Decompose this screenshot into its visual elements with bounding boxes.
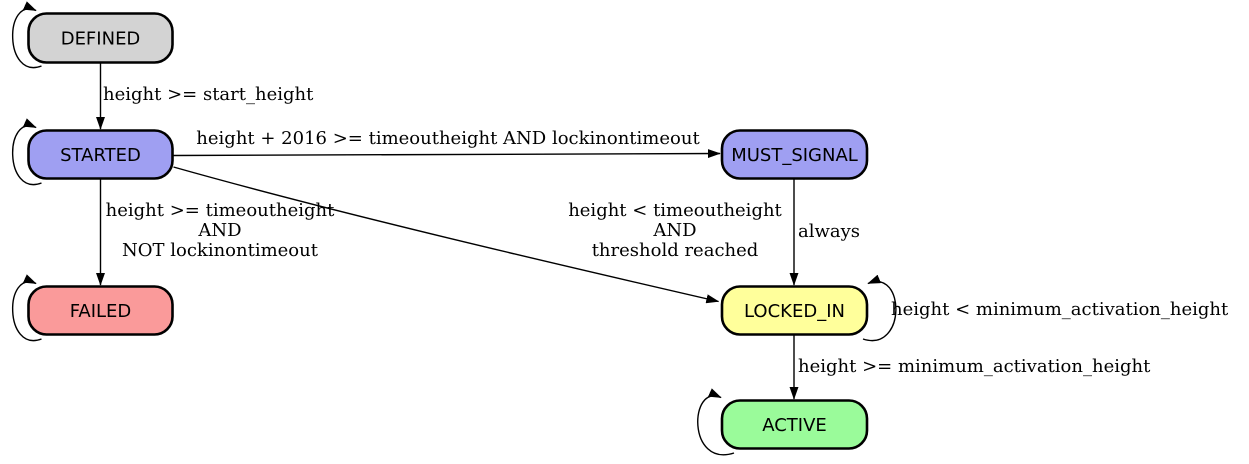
edges-layer	[11, 1, 897, 456]
edge-label-started-to-locked-in: height < timeoutheight AND threshold rea…	[568, 200, 782, 261]
state-node-failed-shape	[27, 285, 174, 336]
edge-labels-layer: height >= start_height height + 2016 >= …	[103, 84, 1229, 377]
state-node-defined-label: DEFINED	[61, 29, 141, 50]
state-node-active: ACTIVE	[720, 399, 869, 450]
state-node-must-signal-shape	[720, 129, 869, 180]
state-node-failed: FAILED	[27, 285, 174, 336]
svg-text:threshold reached: threshold reached	[592, 240, 759, 261]
edge-label-must-signal-to-locked-in: always	[798, 221, 860, 242]
state-node-locked-in-shape	[720, 285, 869, 336]
self-loop-started	[11, 118, 42, 186]
state-node-defined-shape	[27, 12, 174, 64]
edge-label-defined-to-started: height >= start_height	[103, 84, 314, 105]
state-node-locked-in: LOCKED_IN	[720, 285, 869, 336]
edge-label-started-to-must-signal: height + 2016 >= timeoutheight AND locki…	[196, 128, 700, 149]
self-loop-defined	[11, 1, 42, 69]
state-node-failed-label: FAILED	[70, 301, 132, 322]
svg-text:height >= timeoutheight: height >= timeoutheight	[106, 200, 335, 221]
state-node-must-signal: MUST_SIGNAL	[720, 129, 869, 180]
self-loop-active	[697, 388, 735, 456]
state-node-started-shape	[27, 129, 174, 180]
edge-label-locked-in-self: height < minimum_activation_height	[891, 299, 1229, 320]
nodes-layer: DEFINED STARTED MUST_SIGNAL FAILED LOCKE…	[27, 12, 869, 450]
edge-started-to-must-signal	[172, 148, 721, 159]
state-node-started: STARTED	[27, 129, 174, 180]
state-node-active-shape	[720, 399, 869, 450]
state-node-started-label: STARTED	[60, 145, 141, 166]
svg-text:NOT lockinontimeout: NOT lockinontimeout	[122, 240, 319, 261]
svg-text:AND: AND	[652, 220, 696, 241]
self-loop-locked-in	[862, 274, 897, 342]
state-node-locked-in-label: LOCKED_IN	[744, 301, 845, 322]
edge-label-locked-in-to-active: height >= minimum_activation_height	[798, 356, 1151, 377]
state-node-must-signal-label: MUST_SIGNAL	[731, 145, 858, 166]
state-node-active-label: ACTIVE	[762, 415, 827, 436]
edge-label-started-to-failed: height >= timeoutheight AND NOT lockinon…	[106, 200, 335, 261]
svg-text:height < timeoutheight: height < timeoutheight	[568, 200, 782, 221]
self-loop-failed	[11, 274, 42, 342]
edge-started-to-locked-in	[173, 166, 720, 304]
svg-text:AND: AND	[197, 220, 241, 241]
state-node-defined: DEFINED	[27, 12, 174, 64]
